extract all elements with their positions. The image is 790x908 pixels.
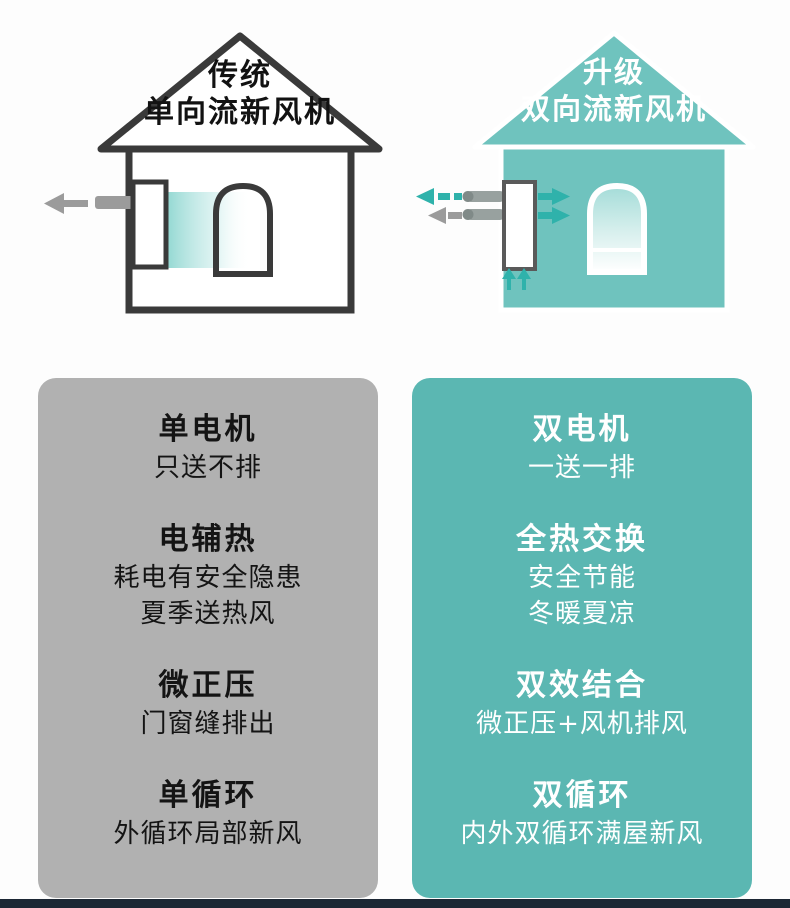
feature-group: 微正压 门窗缝排出 — [140, 666, 275, 742]
feature-line: 外循环局部新风 — [113, 819, 303, 849]
feature-group: 电辅热 耗电有安全隐患 夏季送热风 — [113, 520, 302, 632]
traditional-title-line2: 单向流新风机 — [144, 95, 336, 130]
feature-line: 门窗缝排出 — [140, 709, 276, 739]
arched-window-icon — [587, 182, 647, 275]
feature-line: 内外双循环满屋新风 — [460, 819, 704, 849]
feature-group: 全热交换 安全节能 冬暖夏凉 — [516, 520, 648, 632]
wall-pipe — [95, 196, 133, 209]
feature-line: 夏季送热风 — [140, 599, 276, 629]
feature-title: 单循环 — [158, 778, 258, 813]
wall-pipe-bottom — [466, 209, 505, 220]
feature-group: 双循环 内外双循环满屋新风 — [460, 776, 703, 852]
airflow-beam — [167, 192, 251, 268]
traditional-house-illustration — [44, 32, 383, 314]
feature-title: 双电机 — [532, 412, 632, 447]
supply-right-arrow-icon — [538, 188, 570, 224]
houses-illustration — [44, 30, 756, 314]
feature-group: 单循环 外循环局部新风 — [113, 776, 302, 852]
wall-pipe-top — [466, 191, 505, 202]
feature-group: 单电机 只送不排 — [154, 410, 262, 486]
feature-title: 全热交换 — [516, 522, 648, 557]
pipe-cap — [462, 191, 474, 202]
circulation-up-arrows-icon — [502, 268, 531, 290]
feature-line: 耗电有安全隐患 — [113, 563, 303, 593]
traditional-house-title: 传统 单向流新风机 — [120, 57, 360, 131]
upgraded-house-title: 升级 双向流新风机 — [494, 54, 734, 128]
feature-title: 双效结合 — [515, 668, 648, 703]
house-roof — [97, 32, 383, 153]
feature-line: 只送不排 — [153, 453, 262, 483]
exhaust-left-arrow-icon — [416, 188, 462, 205]
feature-title: 单电机 — [158, 412, 258, 447]
exhaust-left-arrow-icon — [44, 193, 88, 214]
upgraded-house-illustration — [416, 30, 756, 313]
feature-group: 双电机 一送一排 — [528, 410, 636, 486]
feature-line: 微正压+风机排风 — [476, 709, 688, 739]
traditional-title-line1: 传统 — [208, 58, 272, 93]
panel-upgraded: 双电机 一送一排 全热交换 安全节能 冬暖夏凉 双效结合 微正压+风机排风 双循… — [412, 378, 752, 898]
panel-traditional: 单电机 只送不排 电辅热 耗电有安全隐患 夏季送热风 微正压 门窗缝排出 单循环… — [38, 378, 378, 898]
feature-group: 双效结合 微正压+风机排风 — [476, 666, 688, 742]
ventilator-unit — [502, 180, 537, 271]
intake-left-arrow-icon — [428, 207, 462, 224]
feature-line: 冬暖夏凉 — [527, 599, 636, 629]
feature-title: 电辅热 — [158, 522, 258, 557]
house-roof — [472, 30, 756, 150]
feature-title: 微正压 — [158, 668, 258, 703]
arched-window-icon — [213, 182, 273, 277]
footer-divider-bar — [0, 899, 790, 908]
pipe-cap — [462, 209, 474, 220]
upgraded-title-line1: 升级 — [582, 55, 645, 89]
upgraded-title-line2: 双向流新风机 — [520, 92, 707, 126]
ventilator-unit — [130, 179, 169, 270]
feature-line: 安全节能 — [527, 563, 636, 593]
feature-line: 一送一排 — [527, 453, 636, 483]
feature-title: 双循环 — [532, 778, 632, 813]
